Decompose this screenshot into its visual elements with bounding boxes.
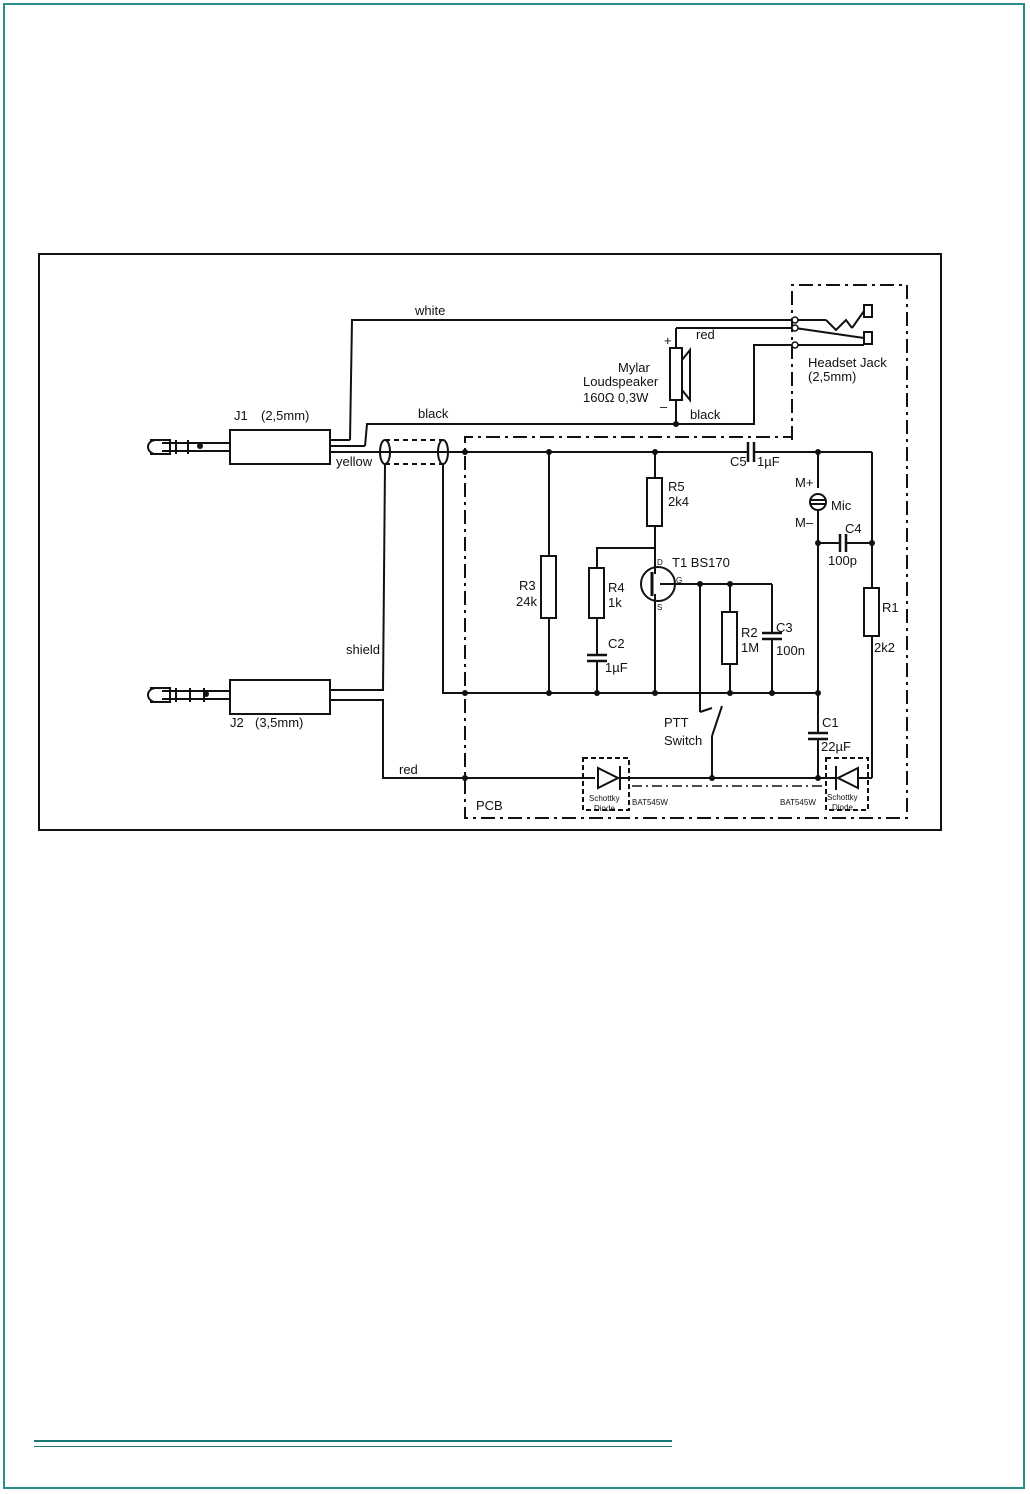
r1-resistor [864, 588, 879, 636]
c1-name: C1 [822, 715, 839, 730]
label-shield-wire: shield [346, 642, 380, 657]
label-black-wire: black [418, 406, 449, 421]
t1-drain: D [657, 558, 663, 567]
t1-gate: G [676, 576, 682, 585]
diode-right-label-1: Schottky [827, 793, 858, 802]
mic-label: Mic [831, 498, 852, 513]
r5-name: R5 [668, 479, 685, 494]
mosfet-t1-icon [641, 560, 700, 693]
r2-resistor [722, 612, 737, 664]
mic-plus: M+ [795, 475, 813, 490]
c4-name: C4 [845, 521, 862, 536]
speaker-label-1: Mylar [618, 360, 650, 375]
speaker-label-2: Loudspeaker [583, 374, 659, 389]
j2-name: J2 [230, 715, 244, 730]
mic-minus: M– [795, 515, 814, 530]
j1-plug-icon [148, 430, 465, 464]
diode-left-part: BAT545W [632, 798, 668, 807]
pcb-label: PCB [476, 798, 503, 813]
c3-name: C3 [776, 620, 793, 635]
j1-size: (2,5mm) [261, 408, 309, 423]
j1-name: J1 [234, 408, 248, 423]
loudspeaker-icon [670, 328, 690, 400]
r1-value: 2k2 [874, 640, 895, 655]
r2-value: 1M [741, 640, 759, 655]
headset-jack-label: Headset Jack [808, 355, 887, 370]
headset-jack-size: (2,5mm) [808, 369, 856, 384]
r4-value: 1k [608, 595, 622, 610]
headset-jack-icon [795, 305, 872, 344]
r4-name: R4 [608, 580, 625, 595]
c2-name: C2 [608, 636, 625, 651]
label-yellow-wire: yellow [336, 454, 373, 469]
ptt-label-2: Switch [664, 733, 702, 748]
j2-plug-icon [148, 680, 330, 714]
t1-source: S [657, 603, 662, 612]
diode-right-part: BAT545W [780, 798, 816, 807]
r5-value: 2k4 [668, 494, 689, 509]
ptt-label-1: PTT [664, 715, 689, 730]
c2-value: 1µF [605, 660, 628, 675]
r3-name: R3 [519, 578, 536, 593]
diode-left-label-1: Schottky [589, 794, 620, 803]
footer-rule [34, 1440, 672, 1447]
c5-name: C5 [730, 454, 747, 469]
c3-value: 100n [776, 643, 805, 658]
r5-resistor [647, 478, 662, 526]
speaker-label-3: 160Ω 0,3W [583, 390, 649, 405]
c4-value: 100p [828, 553, 857, 568]
r3-value: 24k [516, 594, 537, 609]
diode-left-label-2: Diode [594, 804, 615, 813]
label-black-speaker: black [690, 407, 721, 422]
c1-value: 22µF [821, 739, 851, 754]
microphone-icon [810, 494, 826, 510]
label-red-wire: red [399, 762, 418, 777]
r1-name: R1 [882, 600, 899, 615]
speaker-plus: + [664, 333, 672, 348]
j2-size: (3,5mm) [255, 715, 303, 730]
speaker-minus: – [660, 399, 668, 414]
r2-name: R2 [741, 625, 758, 640]
c5-value: 1µF [757, 454, 780, 469]
r4-resistor [589, 568, 604, 618]
r3-resistor [541, 556, 556, 618]
label-red-speaker: red [696, 327, 715, 342]
label-white-wire: white [414, 303, 445, 318]
t1-label: T1 BS170 [672, 555, 730, 570]
diode-right-label-2: Diode [832, 803, 853, 812]
